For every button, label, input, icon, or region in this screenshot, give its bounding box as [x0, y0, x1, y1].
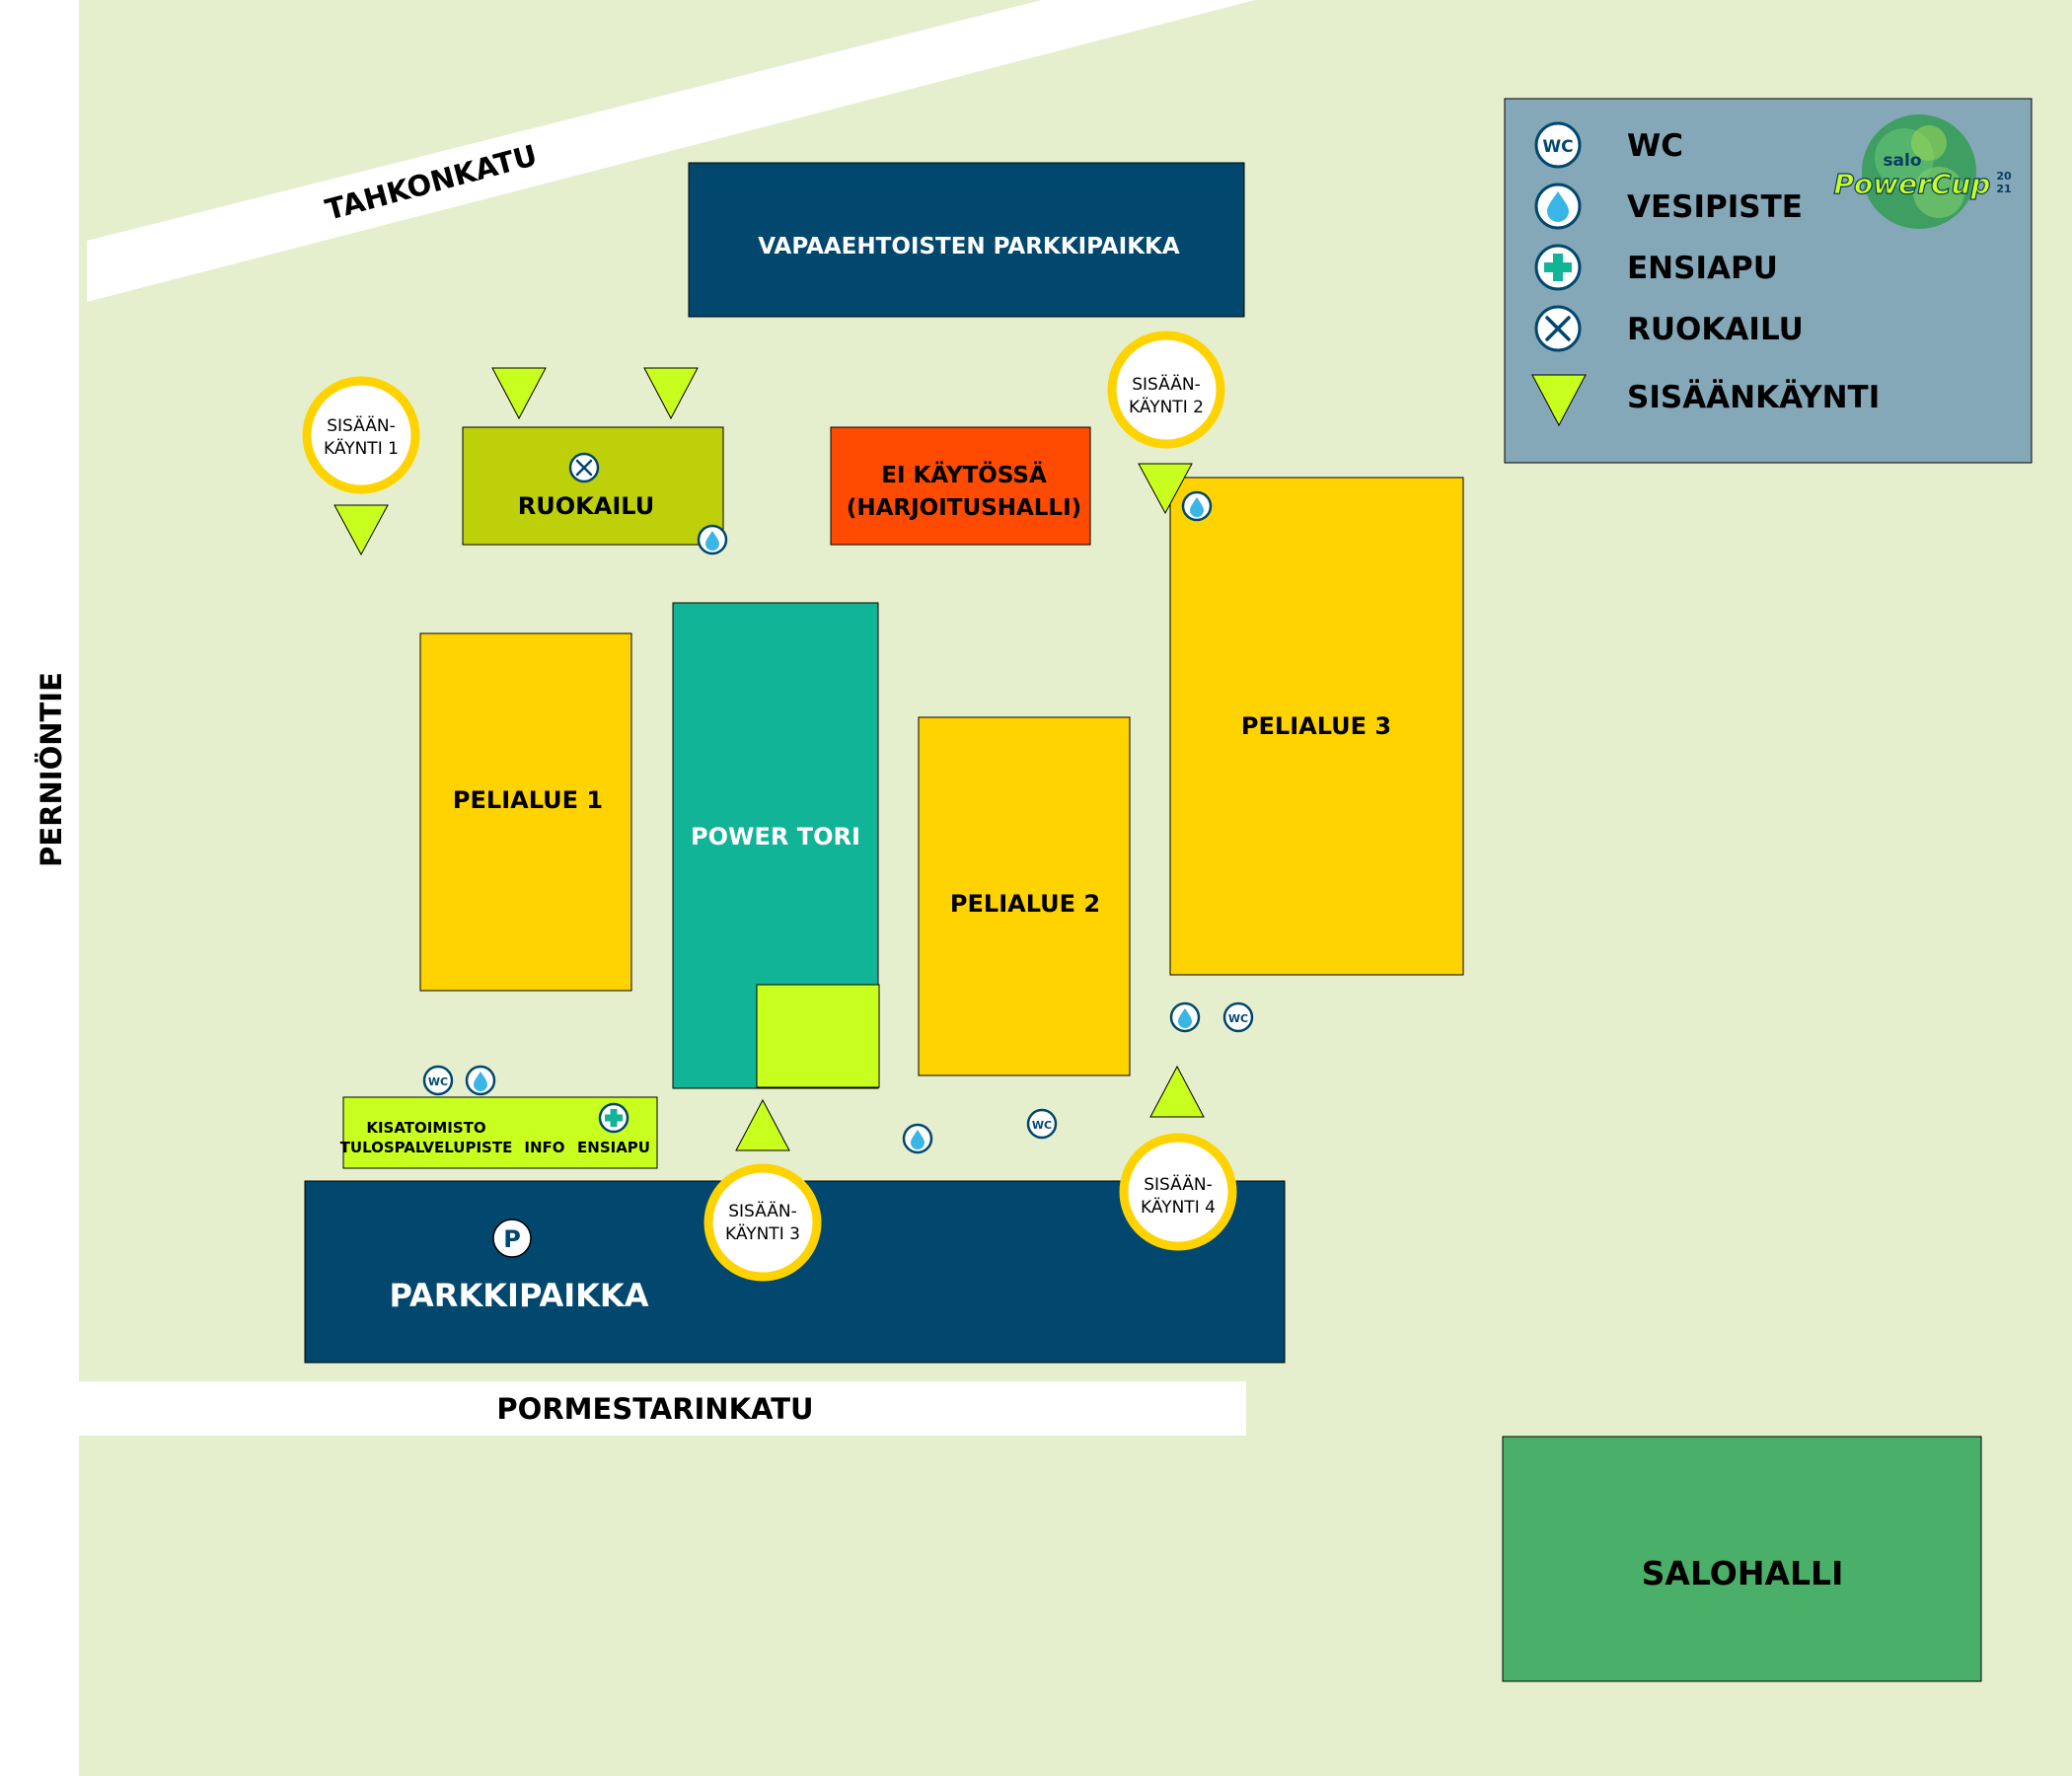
water-drop-icon — [1181, 490, 1213, 522]
logo-year-top: 20 — [1996, 170, 2012, 183]
wc-icon: WC — [1222, 1001, 1254, 1033]
parking-p-icon — [492, 1219, 532, 1258]
wc-icon: WC — [1026, 1108, 1058, 1140]
pelialue-3-area — [1169, 477, 1464, 976]
legend-water-drop-icon — [1534, 183, 1582, 230]
legend-label-wc: WC — [1627, 128, 1683, 164]
logo-year-bottom: 21 — [1996, 183, 2011, 195]
salohalli-area — [1502, 1436, 1982, 1682]
volunteer-parking-label: VAPAAEHTOISTEN PARKKIPAIKKA — [758, 234, 1180, 259]
pelialue-2-label: PELIALUE 2 — [950, 890, 1100, 918]
logo-powercup-text: PowerCup — [1834, 168, 1991, 200]
office-label-kisatoimisto: KISATOIMISTO — [366, 1119, 485, 1137]
not-in-use-area — [830, 426, 1091, 546]
ruokailu-label: RUOKAILU — [518, 492, 654, 520]
entrance-1-line1: SISÄÄN- — [327, 415, 396, 436]
legend-wc-icon: WC — [1534, 121, 1582, 169]
entrance-4-line1: SISÄÄN- — [1144, 1174, 1213, 1195]
parking-label: PARKKIPAIKKA — [390, 1277, 649, 1314]
entrance-triangle-icon — [1149, 1065, 1205, 1118]
office-first-aid-icon — [598, 1102, 629, 1134]
office-label-tulospalvelupiste: TULOSPALVELUPISTE — [340, 1139, 513, 1156]
legend-entrance-triangle-icon — [1531, 374, 1587, 427]
legend-fork-knife-icon — [1534, 305, 1582, 352]
entrance-triangle-icon — [643, 367, 699, 420]
legend-first-aid-icon — [1534, 244, 1582, 291]
salohalli-label: SALOHALLI — [1642, 1554, 1844, 1592]
svg-text:WC: WC — [1228, 1012, 1248, 1025]
water-drop-icon — [1169, 1001, 1201, 1033]
legend-label-ruokailu: RUOKAILU — [1627, 312, 1804, 347]
legend-label-sisaankaynti: SISÄÄNKÄYNTI — [1627, 380, 1880, 415]
pelialue-2-area — [918, 716, 1131, 1076]
entrance-marker-3: SISÄÄN- KÄYNTI 3 — [703, 1163, 822, 1282]
ruokailu-water-drop-icon — [697, 524, 728, 555]
powercup-logo: salo PowerCup 20 21 — [1833, 114, 2012, 229]
pelialue-3-label: PELIALUE 3 — [1241, 712, 1391, 740]
svg-text:WC: WC — [1542, 137, 1573, 157]
volunteer-parking-area — [688, 162, 1245, 318]
water-drop-icon — [902, 1123, 933, 1154]
entrance-triangle-icon — [333, 504, 389, 556]
entrance-triangle-icon — [491, 367, 547, 420]
power-tori-lime-block — [756, 984, 880, 1088]
svg-text:WC: WC — [428, 1075, 448, 1088]
not-in-use-label-line1: EI KÄYTÖSSÄ — [881, 461, 1047, 488]
entrance-marker-4: SISÄÄN- KÄYNTI 4 — [1119, 1133, 1237, 1251]
entrance-marker-1: SISÄÄN- KÄYNTI 1 — [302, 376, 420, 494]
street-label-pormestarinkatu: PORMESTARINKATU — [496, 1392, 813, 1426]
legend-label-ensiapu: ENSIAPU — [1627, 251, 1778, 286]
office-label-info: INFO — [524, 1139, 564, 1156]
wc-icon: WC — [422, 1065, 454, 1096]
entrance-marker-2: SISÄÄN- KÄYNTI 2 — [1107, 331, 1225, 449]
entrance-4-line2: KÄYNTI 4 — [1141, 1197, 1216, 1218]
office-label-ensiapu: ENSIAPU — [577, 1139, 650, 1156]
ruokailu-fork-knife-icon — [568, 452, 600, 483]
street-label-perniontie: PERNIÖNTIE — [35, 672, 68, 867]
entrance-3-line2: KÄYNTI 3 — [725, 1223, 800, 1244]
entrance-2-line1: SISÄÄN- — [1132, 374, 1201, 395]
legend-label-vesipiste: VESIPISTE — [1627, 189, 1803, 225]
pelialue-1-area — [419, 632, 632, 992]
parking-p-symbol: P — [503, 1225, 521, 1253]
tahkonkatu-road-band — [87, 0, 1255, 302]
not-in-use-label-line2: (HARJOITUSHALLI) — [847, 495, 1081, 521]
pormestarinkatu-road — [79, 1381, 1246, 1436]
svg-text:WC: WC — [1032, 1119, 1052, 1132]
ruokailu-area — [462, 426, 724, 546]
power-tori-label: POWER TORI — [691, 823, 860, 851]
water-drop-icon — [465, 1065, 496, 1096]
entrance-triangle-icon — [1138, 463, 1193, 515]
entrance-1-line2: KÄYNTI 1 — [324, 438, 399, 459]
entrance-triangle-icon — [735, 1098, 790, 1151]
entrance-2-line2: KÄYNTI 2 — [1129, 397, 1204, 417]
entrance-3-line1: SISÄÄN- — [728, 1201, 797, 1221]
pelialue-1-label: PELIALUE 1 — [453, 786, 603, 814]
logo-salo-text: salo — [1883, 151, 1921, 171]
